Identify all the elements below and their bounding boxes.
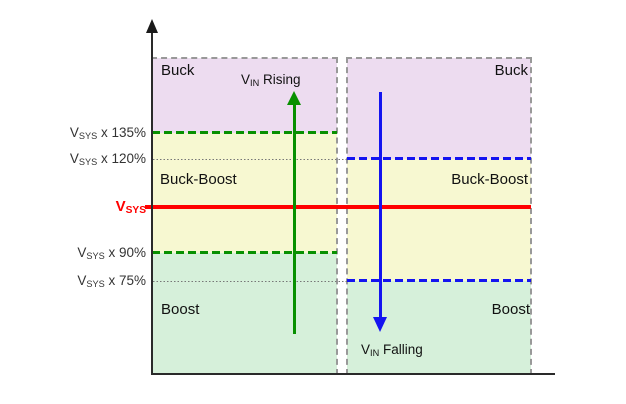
region-falling-buck [347,58,531,159]
vin-falling-label: VIN Falling [361,342,423,358]
label-vsys-135: VSYS x 135% [69,125,146,141]
rising-column-border [151,57,338,375]
dotted-line-75pct [153,281,347,282]
rising-buck-boost-label: Buck-Boost [160,171,237,188]
falling-buck-boost-label: Buck-Boost [451,171,528,188]
falling-threshold-120pct-line [347,157,531,160]
x-axis [152,373,555,375]
falling-buck-label: Buck [494,62,528,79]
vin-rising-label: VIN Rising [241,72,301,88]
rising-buck-label: Buck [161,62,195,79]
rising-threshold-90pct-line [152,251,337,254]
vin-rising-arrowhead-icon [287,91,301,105]
label-vsys-75: VSYS x 75% [77,273,146,289]
label-vsys: VSYS [115,198,146,216]
label-vsys-90: VSYS x 90% [77,245,146,261]
vin-falling-arrowhead-icon [373,317,387,332]
region-rising-buck-boost [152,133,337,253]
rising-threshold-135pct-line [152,131,337,134]
vsys-line [145,205,531,209]
falling-boost-label: Boost [491,301,530,318]
falling-threshold-75pct-line [347,279,531,282]
y-axis [151,32,153,375]
region-falling-buck-boost [347,159,531,281]
dotted-line-120pct [153,159,347,160]
rising-boost-label: Boost [161,301,200,318]
vin-falling-arrow [379,92,382,318]
y-axis-arrow-icon [146,19,158,33]
label-vsys-120: VSYS x 120% [69,151,146,167]
region-rising-buck [152,58,337,133]
vin-rising-arrow [293,103,296,334]
region-rising-boost [152,253,337,374]
